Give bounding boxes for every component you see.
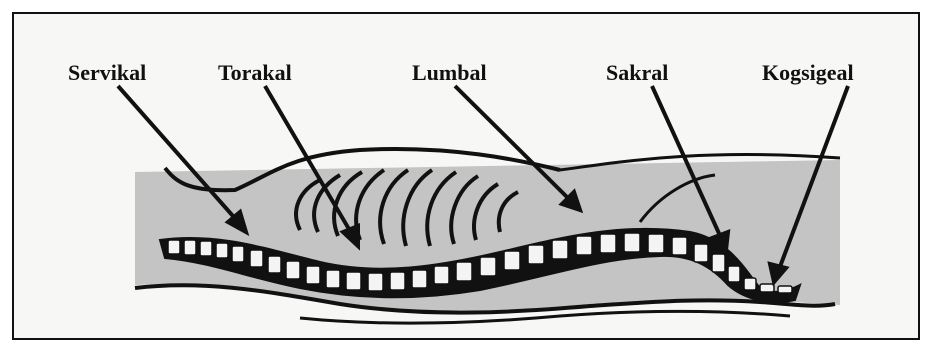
label-servikal: Servikal — [68, 62, 146, 84]
label-lumbal: Lumbal — [412, 62, 487, 84]
lower-outline — [300, 312, 790, 324]
label-kogsigeal: Kogsigeal — [762, 62, 854, 84]
label-sakral: Sakral — [606, 62, 668, 84]
label-torakal: Torakal — [218, 62, 292, 84]
